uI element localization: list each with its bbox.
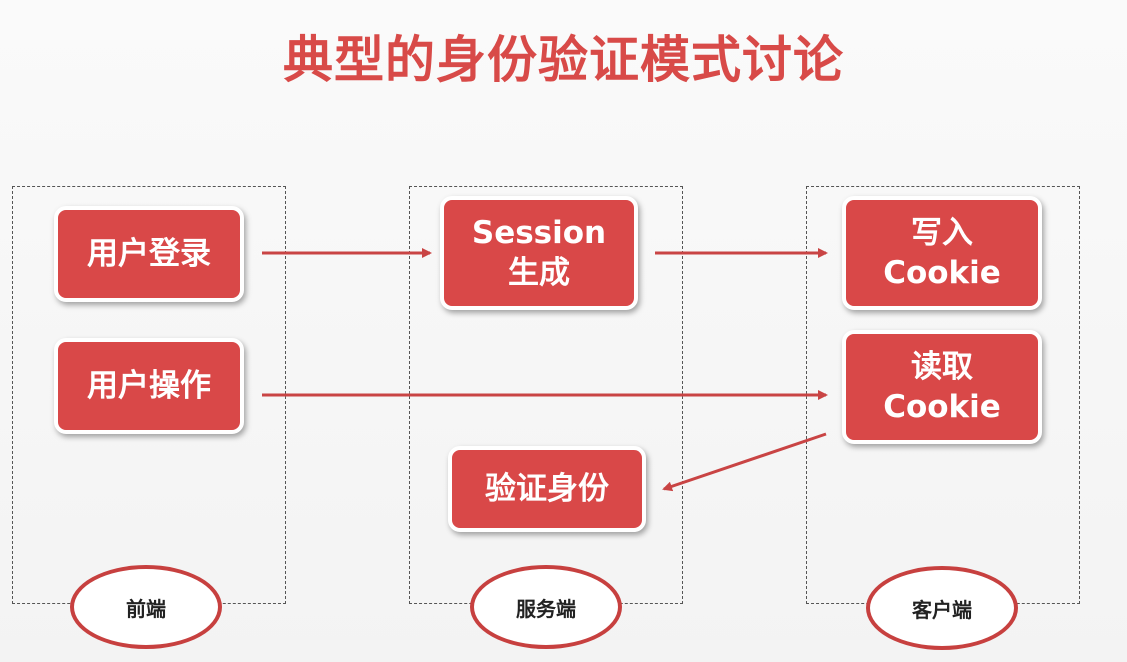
lane-label-frontend: 前端	[70, 565, 222, 649]
box-user-login: 用户登录	[54, 206, 244, 302]
box-write-cookie-line2: Cookie	[883, 255, 1001, 291]
box-write-cookie: 写入 Cookie	[842, 196, 1042, 310]
box-read-cookie-line2: Cookie	[883, 389, 1001, 425]
box-user-action-label: 用户操作	[87, 368, 211, 404]
box-session-create: Session 生成	[440, 196, 638, 310]
box-session-create-line1: Session	[471, 215, 607, 251]
lane-label-client-text: 客户端	[912, 597, 972, 622]
lane-label-server: 服务端	[470, 565, 622, 649]
page-title: 典型的身份验证模式讨论	[283, 31, 844, 89]
box-verify-identity-label: 验证身份	[485, 471, 609, 507]
box-write-cookie-line1: 写入	[911, 215, 973, 251]
box-read-cookie-line1: 读取	[911, 349, 973, 385]
box-user-action: 用户操作	[54, 338, 244, 434]
box-verify-identity: 验证身份	[448, 446, 646, 532]
lane-label-frontend-text: 前端	[126, 596, 166, 621]
lane-label-client: 客户端	[866, 566, 1018, 650]
box-read-cookie: 读取 Cookie	[842, 330, 1042, 444]
box-user-login-label: 用户登录	[87, 236, 211, 272]
lane-label-server-text: 服务端	[516, 596, 576, 621]
arrow-read-to-verify	[662, 432, 827, 492]
box-session-create-line2: 生成	[508, 255, 570, 291]
